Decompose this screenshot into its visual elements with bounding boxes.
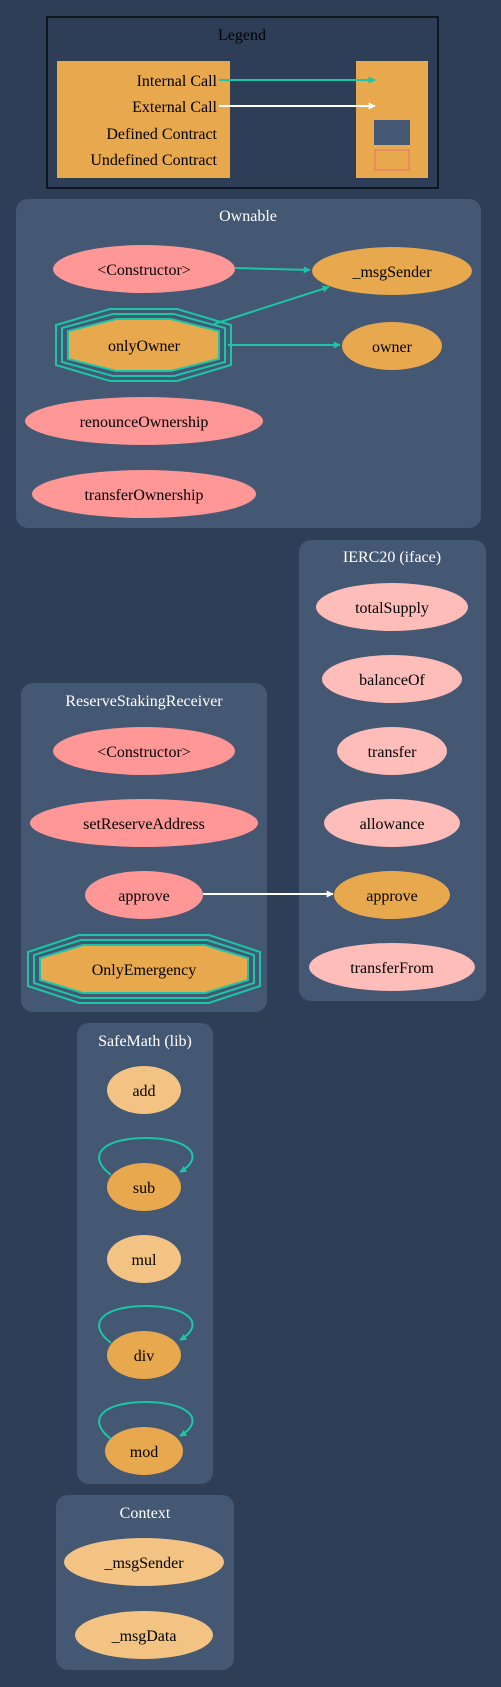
set-reserve-address-node [30,799,258,847]
ownable-msgsender-label: _msgSender [351,264,432,281]
transfer-label: transfer [368,744,418,761]
edge-div-self-loop [98,1304,194,1344]
transfer-from-node [309,943,475,991]
transfer-ownership-label: transferOwnership [84,487,203,504]
transfer-ownership-node [32,470,256,518]
cluster-reserve-staking-receiver: ReserveStakingReceiver <Constructor> set… [21,683,334,1012]
rsr-approve-node [85,871,203,919]
balance-of-node [322,655,462,703]
legend-undefined-contract-label: Undefined Contract [90,152,217,169]
cluster-context: Context _msgSender _msgData [56,1495,234,1670]
rsr-constructor-node [53,727,235,775]
legend-frame [46,16,439,189]
legend-defined-contract-label: Defined Contract [106,126,217,143]
rsr-constructor-label: <Constructor> [97,744,191,761]
cluster-safemath-title: SafeMath (lib) [98,1033,192,1050]
only-owner-modifier-node [67,318,220,372]
safemath-mod-label: mod [130,1444,158,1461]
allowance-node [324,799,460,847]
only-owner-outer-border [55,308,232,382]
legend: Legend Internal Call External Call Defin… [46,16,439,189]
context-msgdata-label: _msgData [111,1628,177,1645]
renounce-ownership-node [25,397,263,445]
transfer-from-label: transferFrom [350,960,434,977]
safemath-sub-node [107,1163,181,1211]
context-msgsender-label: _msgSender [103,1555,184,1572]
set-reserve-address-label: setReserveAddress [83,816,205,833]
ownable-owner-label: owner [372,339,413,356]
safemath-mul-label: mul [132,1252,157,1269]
ierc20-approve-node [334,871,450,919]
cluster-ownable: Ownable <Constructor> _msgSender onlyOwn… [16,199,481,528]
legend-external-call-label: External Call [132,99,217,116]
transfer-node [337,727,447,775]
cluster-safemath: SafeMath (lib) add sub mul div mod [77,1023,213,1484]
cluster-ownable-title: Ownable [219,208,277,225]
allowance-label: allowance [360,816,425,833]
only-emergency-modifier-node [39,944,249,994]
edge-onlyowner-to-msgsender [213,285,330,325]
balance-of-label: balanceOf [359,672,425,689]
safemath-div-label: div [134,1348,154,1365]
safemath-add-label: add [132,1083,155,1100]
legend-label-box [57,61,230,178]
safemath-mod-node [105,1427,183,1475]
total-supply-node [316,583,468,631]
total-supply-label: totalSupply [355,600,429,617]
legend-defined-contract-swatch [374,120,410,145]
rsr-approve-label: approve [118,888,170,905]
legend-internal-call-label: Internal Call [137,73,218,90]
legend-undefined-contract-swatch [374,149,410,171]
context-msgdata-node [75,1611,213,1659]
only-emergency-label: OnlyEmergency [92,962,197,979]
legend-symbol-box [356,61,428,178]
ierc20-approve-label: approve [366,888,418,905]
edge-sub-self-loop [98,1136,194,1176]
cluster-ierc20: IERC20 (iface) totalSupply balanceOf tra… [299,540,486,1001]
ownable-msgsender-node [312,247,472,295]
only-owner-label: onlyOwner [108,338,181,355]
ownable-constructor-label: <Constructor> [97,262,191,279]
only-emergency-middle-border [33,939,255,999]
only-owner-middle-border [61,313,226,377]
safemath-sub-label: sub [133,1180,155,1197]
cluster-ierc20-title: IERC20 (iface) [343,549,441,566]
ownable-constructor-node [53,245,235,293]
cluster-reserve-staking-receiver-title: ReserveStakingReceiver [65,693,223,710]
safemath-mul-node [107,1235,181,1283]
only-emergency-outer-border [27,934,261,1004]
safemath-div-node [107,1331,181,1379]
renounce-ownership-label: renounceOwnership [80,414,209,431]
cluster-context-title: Context [120,1505,171,1522]
edge-constructor-to-msgsender [234,266,311,274]
context-msgsender-node [64,1538,224,1586]
safemath-add-node [107,1066,181,1114]
edge-mod-self-loop [98,1400,194,1440]
ownable-owner-node [342,322,442,370]
legend-title: Legend [218,27,266,44]
